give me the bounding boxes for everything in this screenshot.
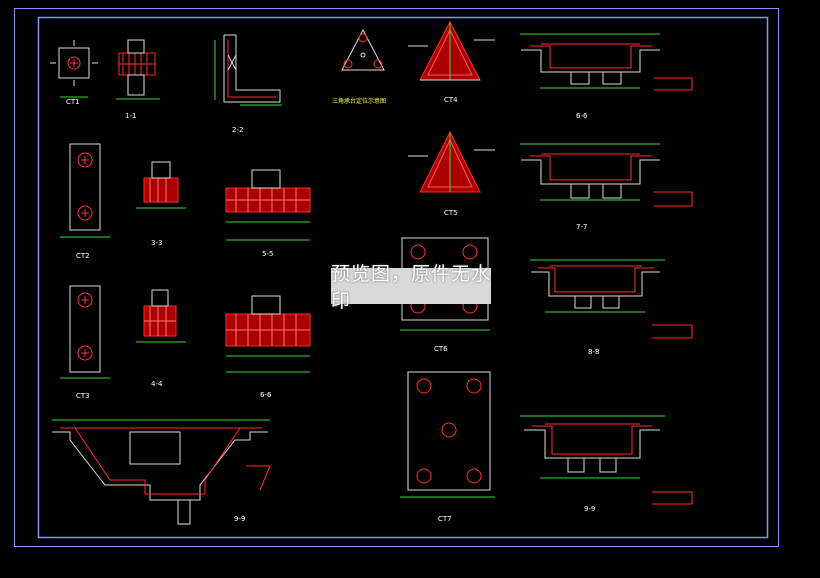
section-9-9-right: 9-9 [520,415,693,513]
label-9-9-right: 9-9 [584,505,595,513]
section-1-1: 1-1 [116,39,160,120]
label-ct3: CT3 [76,392,90,400]
label-ct4: CT4 [444,96,458,104]
ct1-plan: CT1 [50,40,98,106]
label-ct2: CT2 [76,252,90,260]
label-ct7: CT7 [438,515,452,523]
label-4-4: 4-4 [151,380,163,388]
label-1-1: 1-1 [125,112,136,120]
label-ct6: CT6 [434,345,448,353]
triangle-layout: 三角承台定位示意图 [332,28,386,105]
section-8-8: 8-8 [530,259,693,356]
label-ct1: CT1 [66,98,80,106]
label-2-2: 2-2 [232,126,243,134]
label-3-3: 3-3 [151,239,162,247]
outer-frame [14,8,779,547]
label-9-9-left: 9-9 [234,515,245,523]
label-8-8: 8-8 [588,348,599,356]
label-5-5: 5-5 [262,250,273,258]
ct7-plan: CT7 [400,371,495,523]
inner-frame [37,16,769,539]
section-2-2: 2-2 [214,34,282,134]
label-6-6-b: 6-6 [260,391,272,399]
section-7-7: 7-7 [520,143,693,231]
ct4-plan: CT4 [408,20,495,104]
label-ct5: CT5 [444,209,458,217]
section-4-4: 4-4 [136,289,186,388]
label-6-6: 6-6 [576,112,588,120]
label-7-7: 7-7 [576,223,587,231]
ct3-plan: CT3 [60,285,110,400]
watermark-banner: 预览图，原件无水印 [331,263,492,312]
section-3-3: 3-3 [136,161,186,247]
section-9-9-left: 9-9 [52,419,271,525]
section-6-6: 6-6 [520,33,693,120]
label-tri-title: 三角承台定位示意图 [332,97,386,105]
section-6-6-b: 6-6 [225,295,311,399]
ct2-plan: CT2 [60,143,110,260]
ct5-plan: CT5 [408,130,495,217]
section-5-5: 5-5 [225,169,311,258]
